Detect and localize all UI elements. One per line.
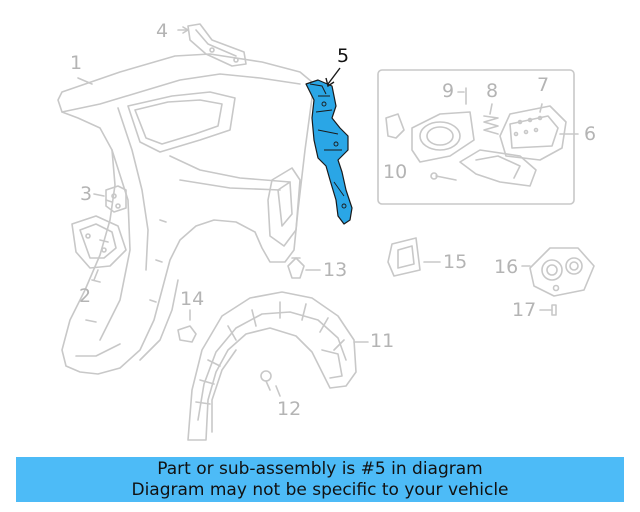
caption-line-1: Part or sub-assembly is #5 in diagram <box>157 458 483 479</box>
fuel-door-box <box>377 69 579 205</box>
bracket-small-drawing <box>93 185 127 213</box>
bracket-lower-drawing <box>71 215 127 281</box>
caption-line-2: Diagram may not be specific to your vehi… <box>131 479 509 500</box>
callout-7: 7 <box>537 74 550 96</box>
roof-rail-drawing <box>177 23 247 67</box>
plug-drawing <box>177 309 197 343</box>
callout-4: 4 <box>156 20 169 42</box>
callout-10: 10 <box>383 161 408 183</box>
parts-diagram <box>57 23 595 441</box>
callout-3: 3 <box>80 183 93 205</box>
callout-11: 11 <box>370 330 395 352</box>
pad-drawing <box>387 237 441 277</box>
callout-14: 14 <box>180 288 205 310</box>
callout-9: 9 <box>442 80 455 102</box>
callout-13: 13 <box>323 259 348 281</box>
liner-screw-drawing <box>260 370 281 397</box>
caption-banner: Part or sub-assembly is #5 in diagram Di… <box>16 457 624 502</box>
filler-screw-drawing <box>539 304 557 316</box>
callout-5: 5 <box>337 45 350 67</box>
callout-16: 16 <box>494 256 519 278</box>
highlighted-reinforcement-drawing <box>305 67 353 225</box>
callout-8: 8 <box>486 80 499 102</box>
callout-2: 2 <box>79 285 92 307</box>
quarter-panel-drawing <box>57 53 313 375</box>
wheel-liner-drawing <box>187 291 369 441</box>
callout-17: 17 <box>512 299 537 321</box>
callout-1: 1 <box>70 52 83 74</box>
clip-drawing <box>287 257 321 279</box>
callout-12: 12 <box>277 398 302 420</box>
callout-15: 15 <box>443 251 468 273</box>
filler-housing-drawing <box>521 247 595 297</box>
callout-6: 6 <box>584 123 597 145</box>
